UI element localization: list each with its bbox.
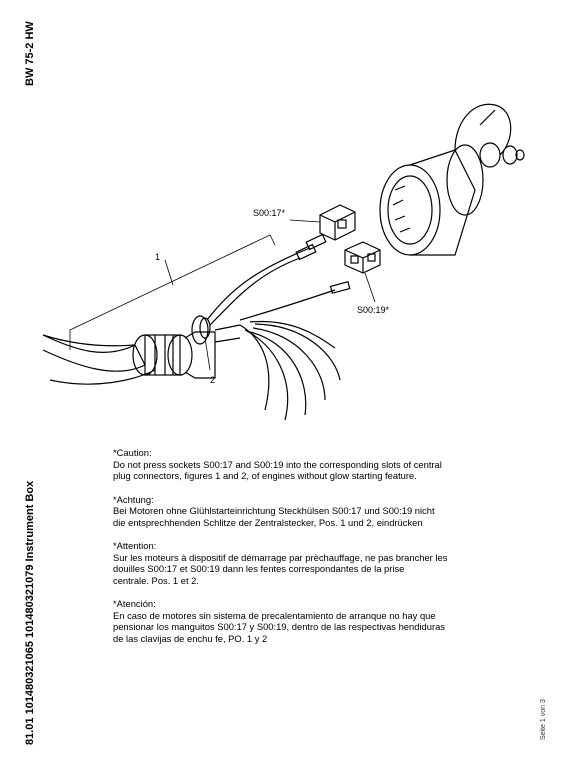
- note-attention: *Attention: Sur les moteurs à dispositif…: [113, 540, 493, 586]
- note-line: Sur les moteurs à dispositif de démarrag…: [113, 551, 448, 563]
- note-line: die entsprechhenden Schlitze der Zentral…: [113, 516, 423, 528]
- note-heading: *Caution:: [113, 447, 152, 458]
- note-line: En caso de motores sin sistema de precal…: [113, 609, 436, 621]
- note-atencion: *Atención: En caso de motores sin sistem…: [113, 598, 493, 644]
- document-title: 81.01 101480321065 101480321079 Instrume…: [24, 480, 36, 745]
- connector-s00-17: [319, 204, 356, 241]
- note-line: douilles S00:17 et S00:19 dann les fente…: [113, 563, 405, 574]
- note-caution: *Caution: Do not press sockets S00:17 an…: [113, 447, 493, 482]
- connector-s00-19: [344, 241, 381, 274]
- note-heading: *Atención:: [113, 598, 156, 609]
- note-line: centrale. Pos. 1 et 2.: [113, 574, 199, 586]
- note-line: Bei Motoren ohne Glühlstarteinrichtung S…: [113, 505, 435, 516]
- note-line: plug connectors, figures 1 and 2, of eng…: [113, 470, 417, 481]
- label-pos-1: 1: [155, 252, 160, 262]
- label-s00-19: S00:19*: [357, 305, 390, 315]
- note-line: Do not press sockets S00:17 and S00:19 i…: [113, 458, 442, 470]
- notes-section: *Caution: Do not press sockets S00:17 an…: [113, 447, 493, 656]
- model-label: BW 75-2 HW: [24, 21, 36, 86]
- note-heading: *Achtung:: [113, 493, 154, 505]
- cable-gland: [132, 315, 216, 379]
- note-line: de las clavijas de enchu fe, PO. 1 y 2: [113, 632, 268, 644]
- note-achtung: *Achtung: Bei Motoren ohne Glühlstartein…: [113, 494, 493, 529]
- wiring-diagram: S00:17* S00:19* 1 2: [42, 103, 525, 421]
- label-s00-17: S00:17*: [253, 208, 286, 218]
- note-heading: *Attention:: [113, 540, 157, 551]
- ignition-switch: [379, 103, 525, 256]
- page-number: Seite 1 von 3: [540, 699, 547, 740]
- cable-sheath: [42, 334, 146, 372]
- label-pos-2: 2: [210, 375, 215, 385]
- note-line: pensionar los manguitos S00:17 y S00:19,…: [113, 621, 445, 632]
